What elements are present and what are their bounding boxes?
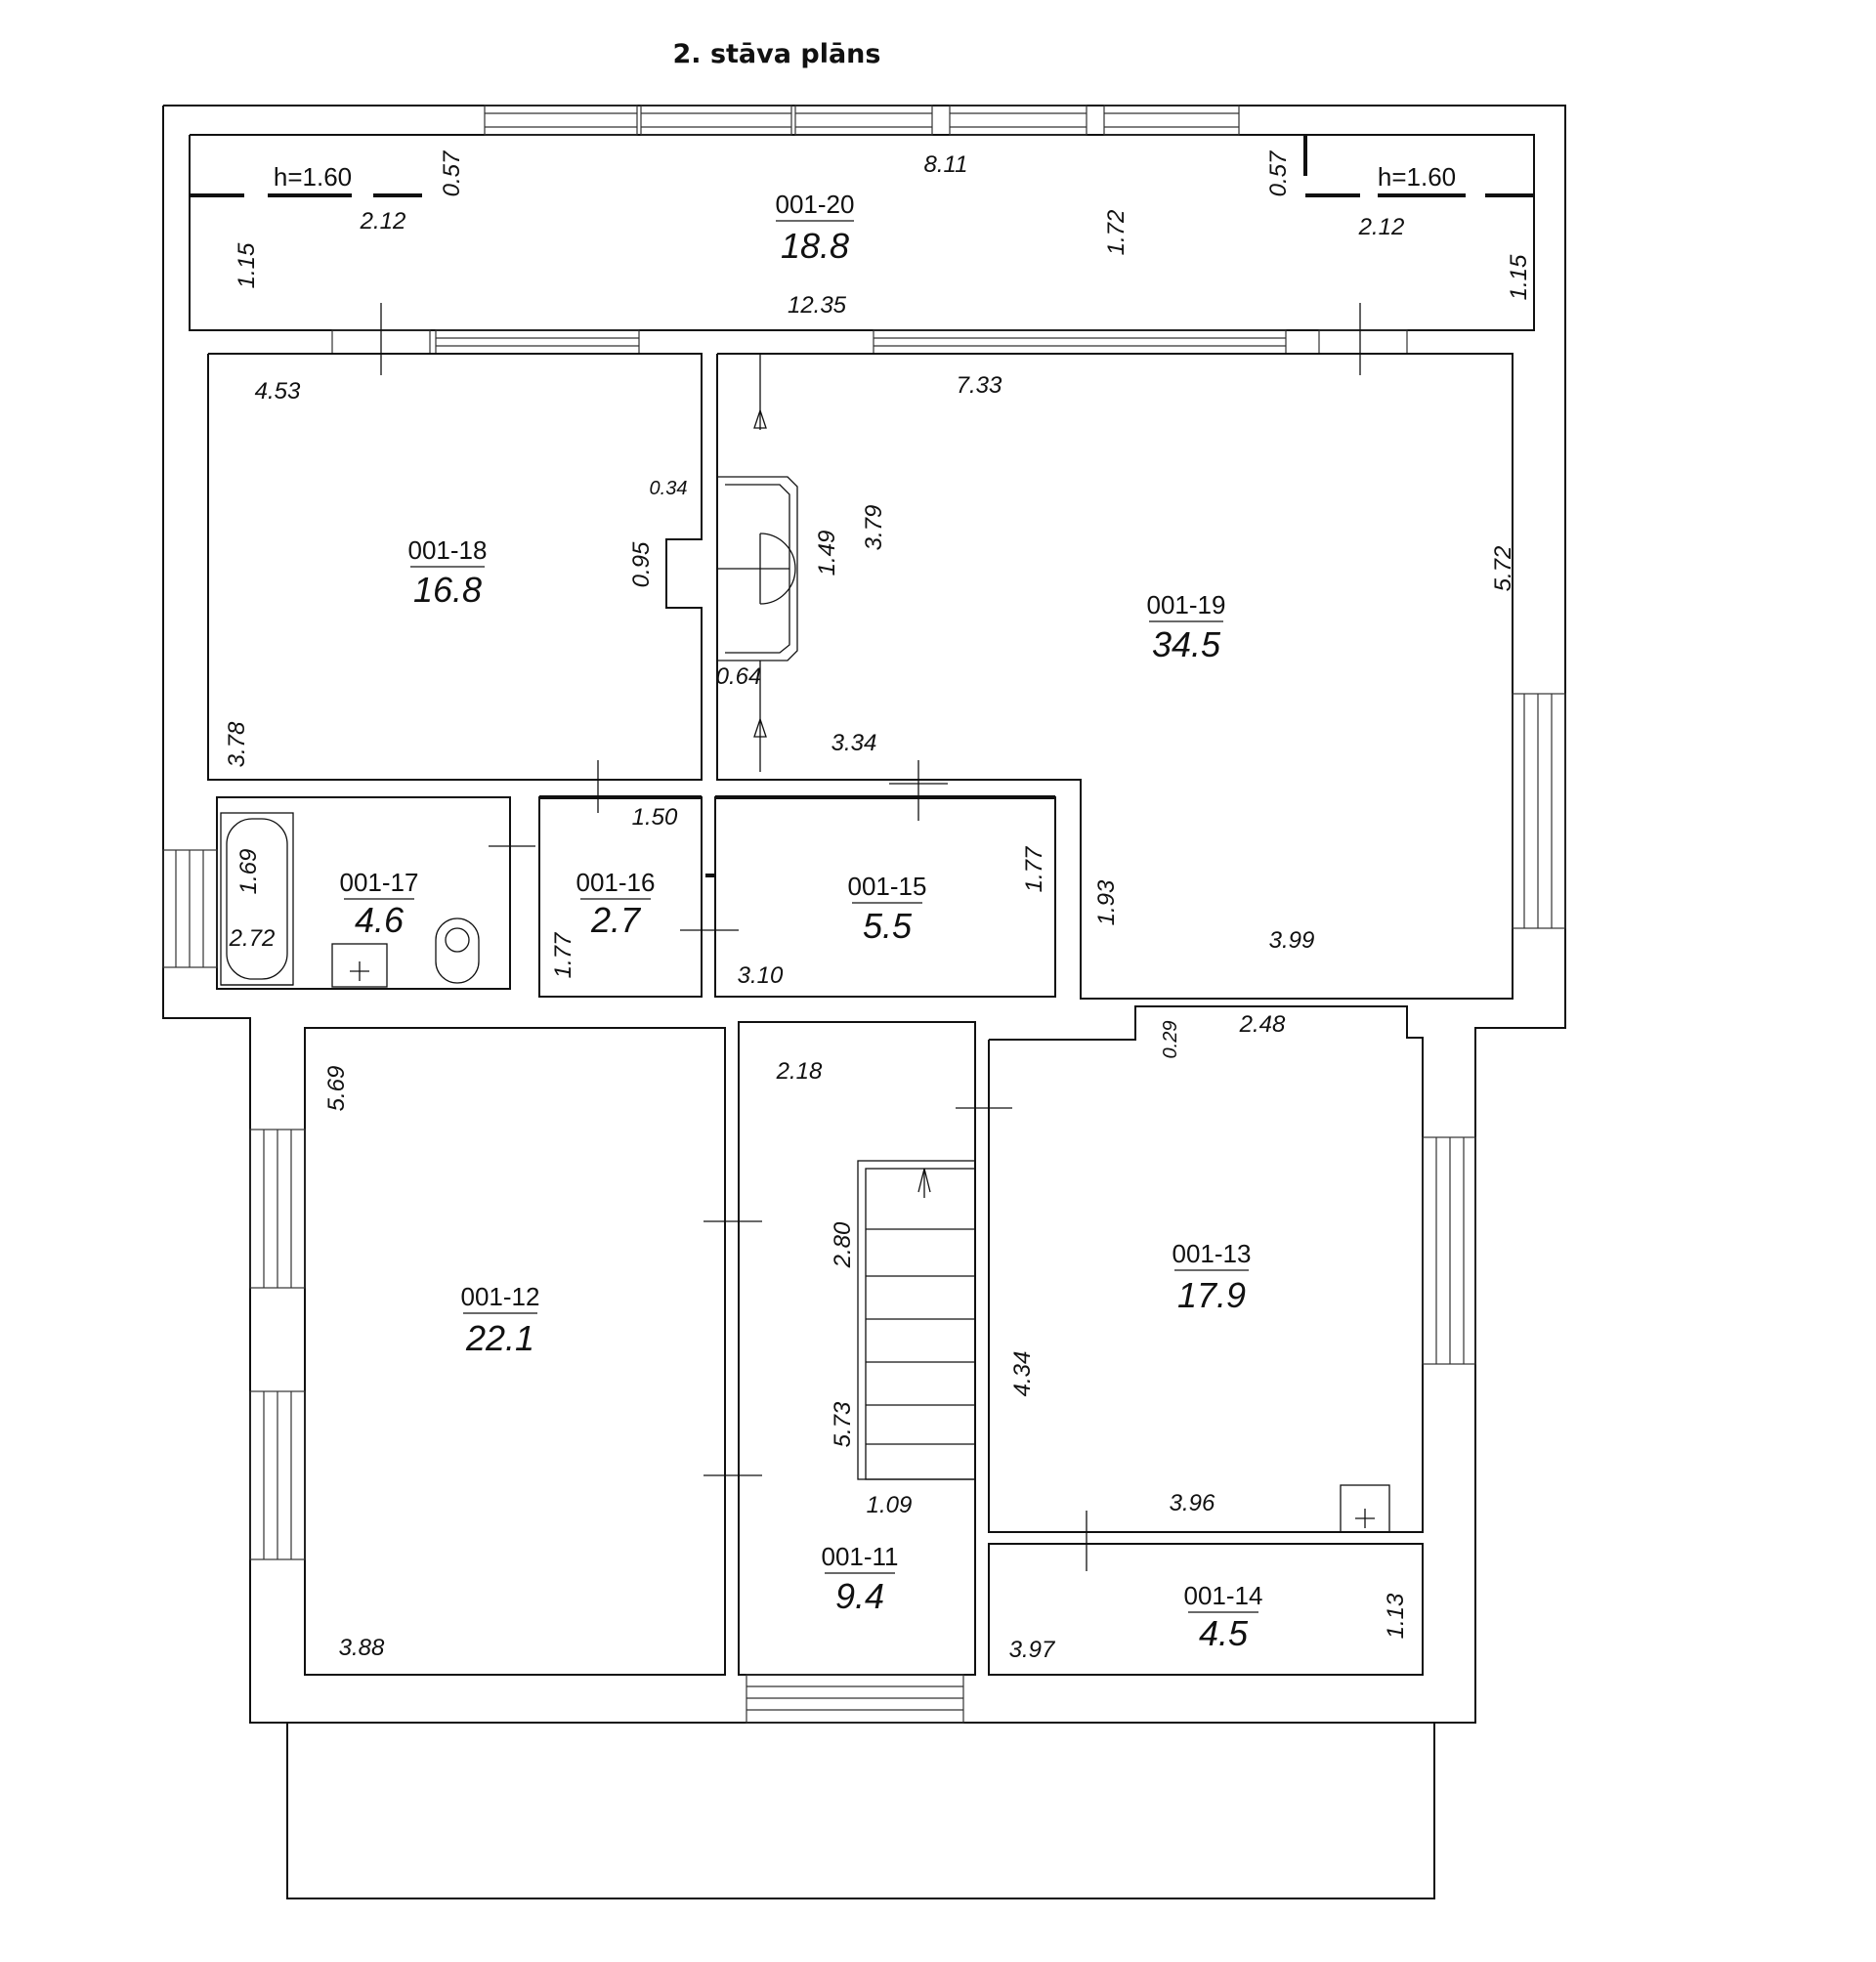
dimension-label: 4.53 [255,378,301,405]
room-labels: 001-20 18.8 001-18 16.8 001-19 34.5 001-… [340,190,1263,1653]
dimension-label: 2.48 [1239,1011,1286,1038]
room-001-12-walls [304,1027,726,1676]
dimension-label: 0.29 [1160,1021,1181,1059]
dimension-label: 3.78 [224,721,250,767]
room-area: 9.4 [835,1576,884,1616]
dimension-label: 0.64 [716,663,762,690]
plan-title: 2. stāva plāns [672,39,881,69]
right-lower-window [1422,1136,1476,1365]
dimension-label: 1.09 [867,1492,913,1518]
dimension-label: 3.96 [1170,1490,1215,1516]
toilet-icon [435,917,480,984]
room-area: 16.8 [413,570,482,610]
left-windows [249,1129,306,1560]
dimension-label: 1.77 [1021,845,1047,892]
dimension-label: 1.77 [550,931,576,978]
dimension-label: 5.69 [323,1066,350,1112]
room-001-13-walls [988,1005,1424,1533]
sink-icon [331,943,388,988]
room-001-14-walls [988,1543,1424,1676]
room-code: 001-12 [461,1282,540,1311]
room-code: 001-16 [576,868,656,897]
height-label: h=1.60 [1378,162,1456,192]
dimension-label: 2.12 [1358,214,1405,240]
dimension-label: 1.93 [1093,879,1120,925]
room-code: 001-13 [1172,1239,1252,1268]
inner-windows [331,303,1408,375]
dimension-labels: h=1.60 h=1.60 0.57 0.57 8.11 2.12 2.12 1… [224,149,1532,1663]
dimension-label: 12.35 [788,292,847,319]
room-area: 17.9 [1177,1275,1246,1315]
room-area: 22.1 [465,1318,534,1358]
heater-icon [1340,1484,1390,1533]
bathtub-icon [220,812,294,986]
staircase [857,1160,976,1480]
dimension-label: 3.88 [339,1635,385,1661]
room-code: 001-11 [821,1542,898,1571]
dimension-label: 5.73 [830,1401,856,1447]
dimension-label: 1.49 [814,531,840,576]
dimension-label: 8.11 [924,151,968,178]
dimension-label: 3.79 [861,505,887,551]
room-code: 001-14 [1184,1581,1263,1610]
room-code: 001-15 [848,872,927,901]
dimension-label: 1.15 [1506,254,1532,300]
height-label: h=1.60 [274,162,352,192]
room-area: 5.5 [863,906,913,946]
top-windows [484,105,1240,136]
dimension-label: 1.50 [632,804,678,831]
room-code: 001-19 [1147,590,1226,619]
room-001-18-walls [207,353,703,781]
room-area: 2.7 [590,900,642,940]
dimension-label: 3.10 [738,962,784,989]
dimension-label: 0.57 [439,149,465,196]
room-area: 4.5 [1199,1613,1249,1653]
room-code: 001-20 [776,190,855,219]
dimension-label: 3.34 [831,730,877,756]
dimension-label: 3.99 [1269,927,1315,954]
dimension-label: 1.69 [235,849,262,895]
room-area: 4.6 [355,900,405,940]
dimension-label: 1.72 [1103,210,1130,256]
left-small-window [162,849,218,968]
outer-walls [162,105,1566,1899]
room-code: 001-17 [340,868,419,897]
bottom-window [746,1674,964,1724]
dimension-label: 2.80 [830,1221,856,1268]
dimension-label: 1.13 [1383,1593,1409,1639]
dimension-label: 5.72 [1490,546,1516,592]
dimension-label: 7.33 [957,372,1002,399]
dimension-label: 3.97 [1009,1637,1056,1663]
dimension-label: 1.15 [234,242,260,288]
dimension-label: 0.34 [650,478,688,499]
room-area: 34.5 [1152,624,1221,664]
balcony-partitions [190,135,1534,197]
dimension-label: 2.18 [776,1058,823,1085]
room-area: 18.8 [781,226,849,266]
dimension-label: 0.57 [1265,149,1292,196]
right-window [1512,693,1566,929]
dimension-label: 2.12 [360,208,406,235]
room-001-19-walls [716,353,1514,1000]
dimension-label: 2.72 [229,925,276,952]
chimney [717,354,798,772]
dimension-label: 0.95 [628,541,655,587]
dimension-label: 4.34 [1009,1351,1036,1397]
room-code: 001-18 [408,535,488,565]
